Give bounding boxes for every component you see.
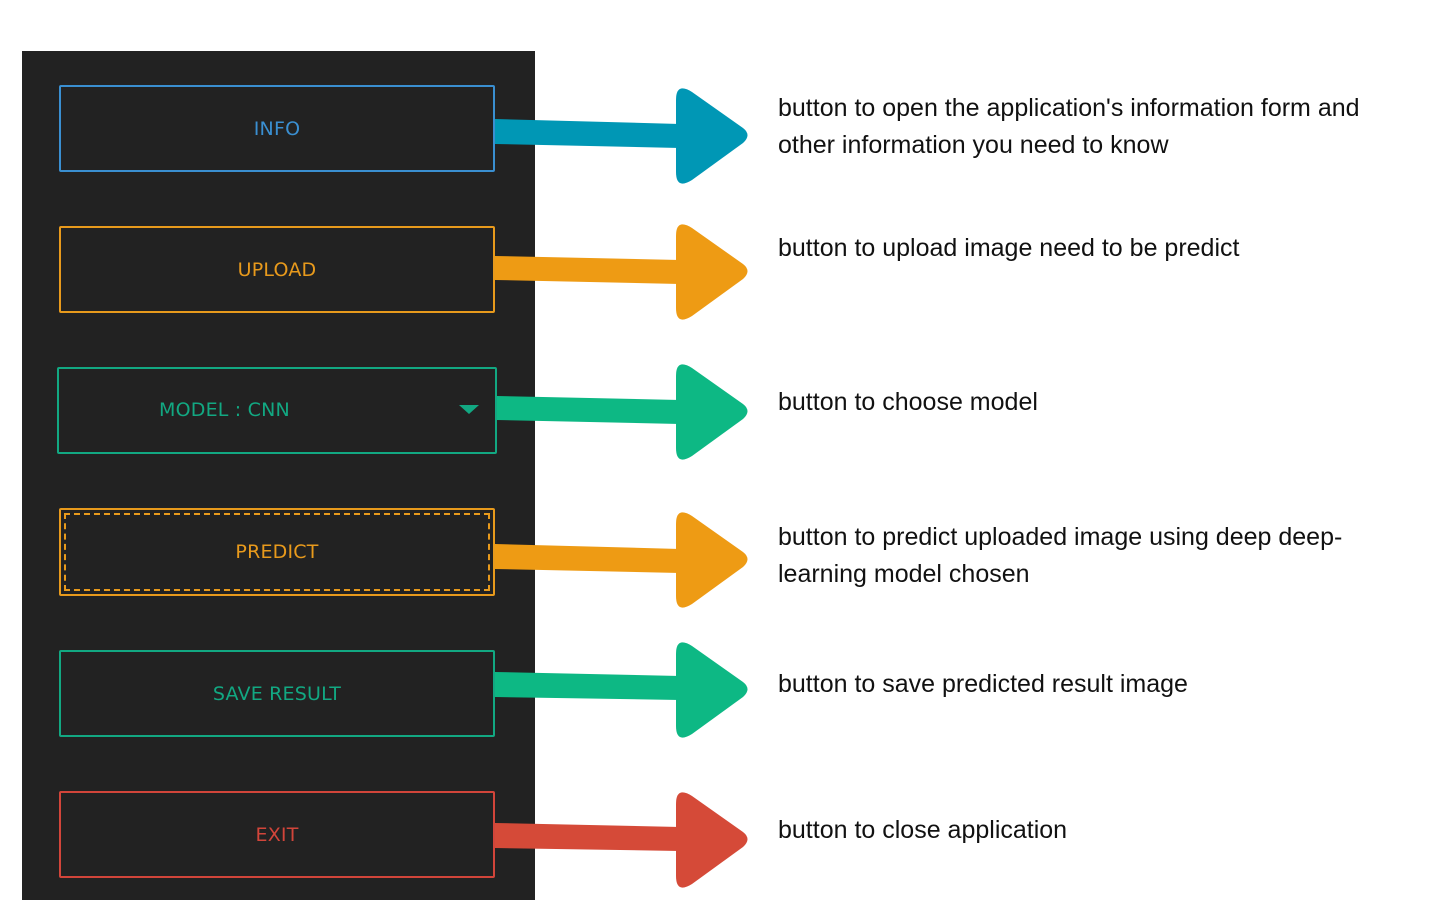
arrow-model: [497, 364, 748, 460]
info-button[interactable]: INFO: [59, 85, 495, 172]
info-button-label: INFO: [253, 117, 301, 140]
upload-button[interactable]: UPLOAD: [59, 226, 495, 313]
model-select[interactable]: MODEL : CNN: [57, 367, 497, 454]
description-upload: button to upload image need to be predic…: [778, 234, 1240, 262]
upload-button-label: UPLOAD: [237, 258, 317, 281]
arrow-exit: [495, 792, 748, 888]
arrow-save: [495, 642, 748, 738]
exit-button[interactable]: EXIT: [59, 791, 495, 878]
description-save: button to save predicted result image: [778, 670, 1188, 698]
predict-button-label: PREDICT: [235, 541, 319, 563]
save-result-button-label: SAVE RESULT: [212, 682, 342, 705]
exit-button-label: EXIT: [255, 823, 299, 846]
description-exit: button to close application: [778, 816, 1068, 844]
description-info: button to open the application's informa…: [778, 94, 1360, 159]
save-result-button[interactable]: SAVE RESULT: [59, 650, 495, 737]
description-model: button to choose model: [778, 388, 1038, 416]
model-select-label: MODEL : CNN: [159, 399, 290, 421]
description-predict: button to predict uploaded image using d…: [778, 523, 1343, 588]
caret-down-icon: [459, 405, 479, 414]
button-panel: [22, 51, 535, 900]
arrow-info: [495, 88, 748, 184]
arrow-upload: [495, 224, 748, 320]
arrow-predict: [495, 512, 748, 608]
